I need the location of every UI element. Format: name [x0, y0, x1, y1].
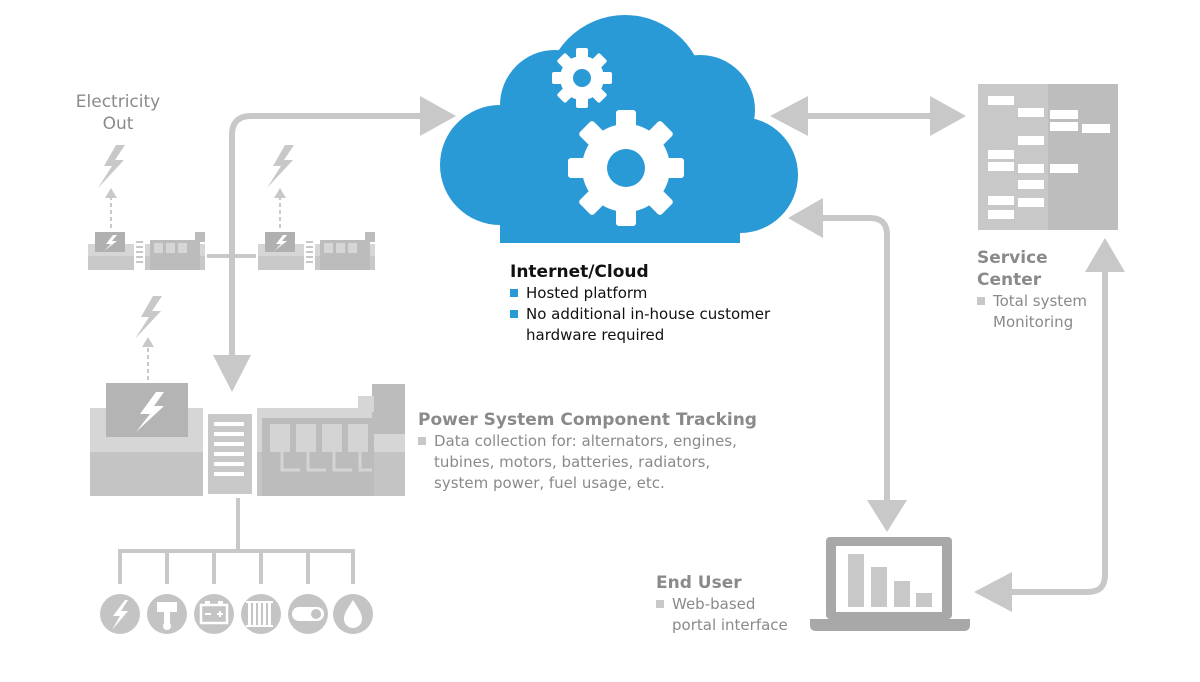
service-enduser-connector: [1010, 272, 1108, 595]
enduser-item-1: Web-based: [656, 594, 788, 615]
small-generator-left: [88, 232, 205, 270]
service-center-panel: [978, 84, 1118, 230]
arrow-to-enduser-right: [974, 572, 1012, 612]
component-icons: [100, 594, 373, 634]
arrow-to-enduser: [867, 500, 907, 532]
large-generator: [90, 383, 405, 496]
cloud-item-2: No additional in-house customer: [510, 304, 770, 325]
service-item-2: Monitoring: [993, 313, 1074, 331]
cloud-item-2-cont: hardware required: [526, 326, 665, 344]
fuel-gauge-icon: [292, 607, 324, 621]
power-item-3: system power, fuel usage, etc.: [434, 474, 665, 492]
arrow-to-service: [930, 96, 966, 136]
generator-cloud-connector: [229, 113, 432, 355]
lightning-icon: [98, 145, 125, 188]
lightning-icon: [112, 600, 128, 630]
arrow-to-generator: [213, 355, 251, 392]
laptop-icon: [810, 537, 970, 631]
power-item-1: Data collection for: alternators, engine…: [418, 431, 757, 452]
cloud-title: Internet/Cloud: [510, 262, 649, 282]
power-tracking-caption: Power System Component Tracking Data col…: [418, 409, 757, 494]
gear-icon: [568, 110, 684, 226]
radiator-icon: [246, 601, 273, 627]
fuel-drop-icon: [344, 600, 362, 628]
arrow-cloud-left: [770, 96, 808, 136]
arrow-to-cloud: [420, 96, 456, 136]
service-item-1: Total system: [977, 291, 1087, 312]
arrow-to-service-bottom: [1085, 238, 1125, 272]
end-user-caption: End User Web-based portal interface: [656, 572, 788, 636]
cloud-item-1: Hosted platform: [510, 283, 770, 304]
cloud-enduser-connector: [820, 215, 890, 505]
lightning-icon: [267, 145, 294, 188]
piston-icon: [157, 602, 177, 630]
lightning-icon: [135, 296, 162, 339]
enduser-title: End User: [656, 573, 742, 593]
gear-icon: [552, 48, 612, 108]
power-title: Power System Component Tracking: [418, 410, 757, 430]
small-generator-right: [258, 232, 375, 270]
enduser-item-2: portal interface: [672, 616, 788, 634]
arrow-to-cloud-lower: [788, 198, 823, 238]
electricity-out-label: Electricity Out: [74, 91, 162, 135]
service-center-caption: Service Center Total system Monitoring: [977, 247, 1087, 333]
service-title-2: Center: [977, 270, 1042, 290]
power-item-2: tubines, motors, batteries, radiators,: [434, 453, 711, 471]
cloud-caption: Internet/Cloud Hosted platform No additi…: [510, 261, 770, 346]
electricity-out-line-1: Electricity: [75, 92, 161, 112]
service-title-1: Service: [977, 248, 1048, 268]
electricity-out-line-2: Out: [102, 114, 134, 134]
battery-icon: [199, 601, 229, 625]
